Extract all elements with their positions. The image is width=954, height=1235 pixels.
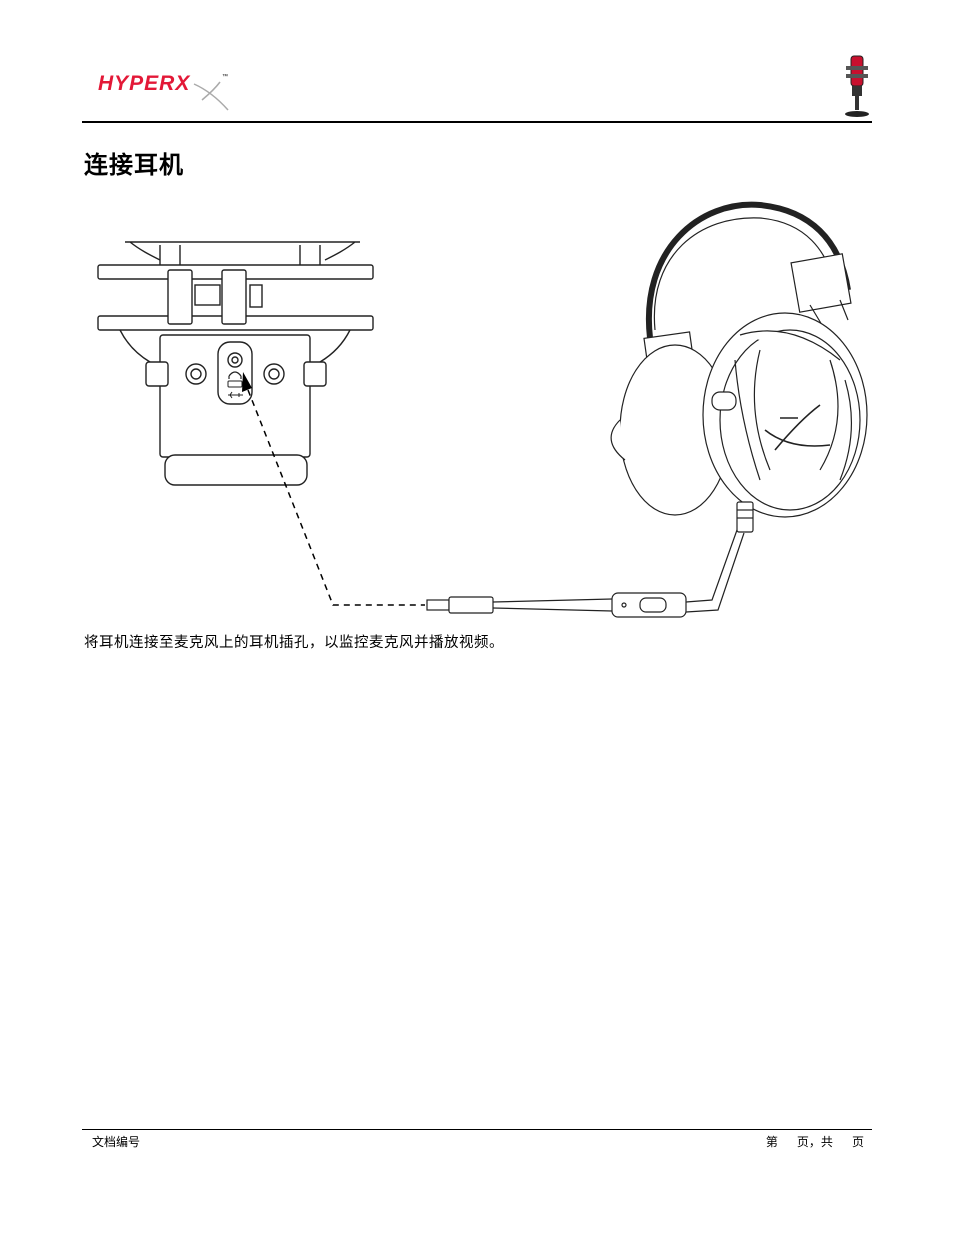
section-title: 连接耳机 [84, 151, 184, 179]
usb-port-icon [228, 391, 243, 399]
plug-body [448, 596, 494, 614]
plug-tip [426, 599, 450, 611]
mic-base [164, 454, 308, 486]
shock-mount-frame [125, 241, 360, 261]
earcup-grille [734, 330, 853, 481]
footer-divider [82, 1129, 872, 1130]
headset-cable [685, 529, 745, 613]
caption-text: 将耳机连接至麦克风上的耳机插孔，以监控麦克风并播放视频。 [84, 635, 504, 651]
detachable-port [736, 501, 754, 533]
microphone-thumbnail-icon [845, 55, 869, 117]
headphone-connection-illustration [97, 201, 868, 618]
headset-logo [764, 404, 831, 451]
connection-arrow [242, 372, 252, 392]
logo-text: HYPERX [98, 72, 191, 95]
footer-doc-number: 文档编号 [92, 1135, 141, 1149]
dashed-connection-line [247, 389, 425, 606]
trademark-symbol: ™ [222, 73, 228, 80]
headband-slider-right [790, 253, 852, 313]
header-divider [82, 121, 872, 123]
footer-page-info: 第 页，共 页 [765, 1135, 864, 1149]
headphone-port-icon [228, 371, 242, 379]
hyperx-logo: HYPERX ™ [98, 72, 229, 111]
